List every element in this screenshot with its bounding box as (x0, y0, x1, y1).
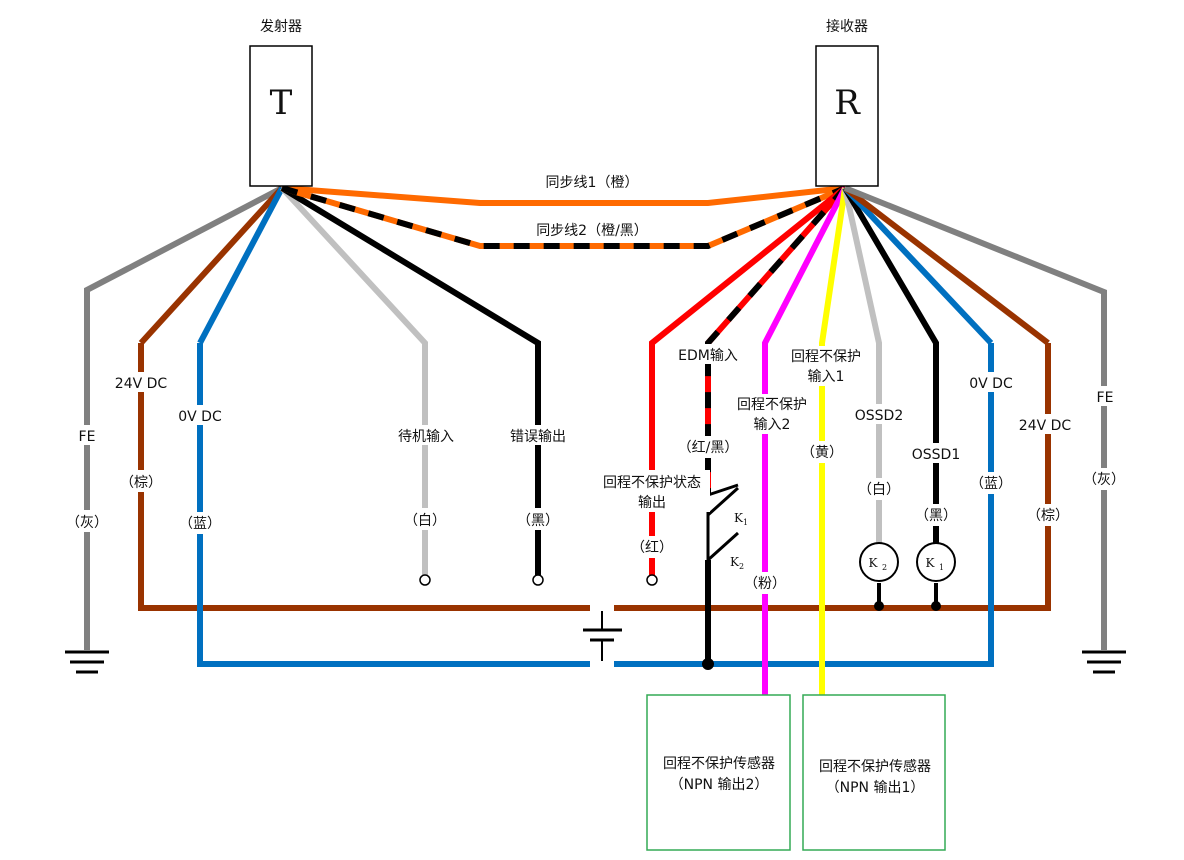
sync-line-1-label: 同步线1（橙） (546, 175, 639, 191)
r-24v-label: 24V DC (1019, 418, 1072, 434)
r-mute1-color: （黄） (801, 444, 843, 461)
r-mute1-label2: 输入1 (808, 369, 845, 385)
sensor-npn2-line2: （NPN 输出2） (670, 777, 769, 793)
relay-k1-label: K (926, 556, 936, 570)
r-0v-color: （蓝） (970, 476, 1012, 492)
sensor-npn1-line1: 回程不保护传感器 (819, 758, 931, 775)
transmitter-title: 发射器 (260, 19, 302, 35)
r-wire-fe (843, 185, 1107, 650)
sync-line-2-stripes (281, 185, 847, 249)
r-mute2-color: （粉） (744, 576, 786, 592)
t-error-color: （黑） (517, 513, 559, 529)
transmitter-letter: T (270, 83, 293, 123)
r-mute-status-label2: 输出 (638, 495, 666, 511)
ground-icon-right (1082, 650, 1126, 674)
r-mute-status-color: （红） (631, 540, 673, 556)
r-edm-label: EDM输入 (678, 348, 738, 364)
relay-k1-coil (916, 542, 956, 582)
t-0v-label: 0V DC (178, 409, 222, 425)
error-terminal (532, 574, 544, 586)
k2-rail-node (874, 601, 884, 611)
receiver-title: 接收器 (826, 18, 868, 35)
t-0v-color: （蓝） (179, 516, 221, 532)
ground-icon-left (65, 650, 109, 674)
edm-k2-label: K (730, 555, 740, 569)
standby-terminal (419, 574, 431, 586)
r-mute2-label2: 输入2 (754, 417, 791, 433)
r-0v-label: 0V DC (969, 376, 1013, 392)
r-edm-color: （红/黑） (678, 440, 739, 456)
r-24v-color: （棕） (1027, 508, 1069, 524)
t-wire-standby (279, 185, 428, 575)
relay-k2-coil (859, 542, 899, 582)
t-wire-24v (138, 185, 285, 346)
edm-k1-label: K (734, 511, 744, 525)
sensor-npn2-box (646, 694, 791, 851)
edm-contact-k1-arm (707, 483, 739, 497)
edm-0v-node (702, 658, 714, 670)
relay-k2-label: K (869, 556, 879, 570)
mute-status-terminal (646, 574, 658, 586)
r-fe-color: （灰） (1083, 472, 1125, 488)
sensor-npn1-line2: （NPN 输出1） (826, 780, 925, 796)
sensor-npn2-line1: 回程不保护传感器 (663, 755, 775, 772)
t-wire-0v (197, 186, 285, 345)
receiver-letter: R (834, 83, 861, 123)
sensor-npn1-box (802, 694, 946, 851)
sync-line-1 (281, 185, 846, 206)
relay-k2-sub: 2 (882, 563, 887, 572)
r-mute2-label1: 回程不保护 (737, 397, 807, 413)
r-wire-ossd2 (842, 187, 882, 545)
r-ossd2-label: OSSD2 (855, 408, 903, 424)
r-ossd1-label: OSSD1 (912, 447, 960, 463)
r-wire-mute1 (819, 187, 848, 695)
t-fe-color: （灰） (66, 515, 108, 531)
t-fe-label: FE (79, 429, 96, 445)
sync-line-2-label: 同步线2（橙/黑） (536, 223, 648, 239)
k1-rail-node (931, 601, 941, 611)
t-standby-color: （白） (404, 513, 446, 529)
r-wire-24v (843, 185, 1050, 346)
transmitter-box (249, 45, 313, 187)
edm-k1-sub: 1 (743, 518, 748, 527)
r-wire-ossd1 (842, 186, 939, 545)
label-gaps (70, 344, 1124, 594)
t-24v-color: （棕） (120, 475, 162, 491)
r-ossd1-color: （黑） (915, 508, 957, 524)
t-error-label: 错误输出 (510, 429, 566, 445)
t-24v-label: 24V DC (115, 376, 168, 392)
edm-k2-sub: 2 (739, 562, 744, 571)
r-mute-status-label1: 回程不保护状态 (603, 475, 701, 491)
r-fe-label: FE (1097, 390, 1114, 406)
r-wire-edm-stripes (705, 186, 848, 495)
receiver-box (815, 45, 879, 187)
r-ossd2-color: （白） (858, 482, 900, 498)
t-standby-label: 待机输入 (398, 429, 454, 445)
r-wire-0v (842, 185, 994, 346)
r-mute1-label1: 回程不保护 (791, 349, 861, 365)
relay-k1-sub: 1 (939, 563, 944, 572)
t-wire-error (280, 185, 541, 575)
